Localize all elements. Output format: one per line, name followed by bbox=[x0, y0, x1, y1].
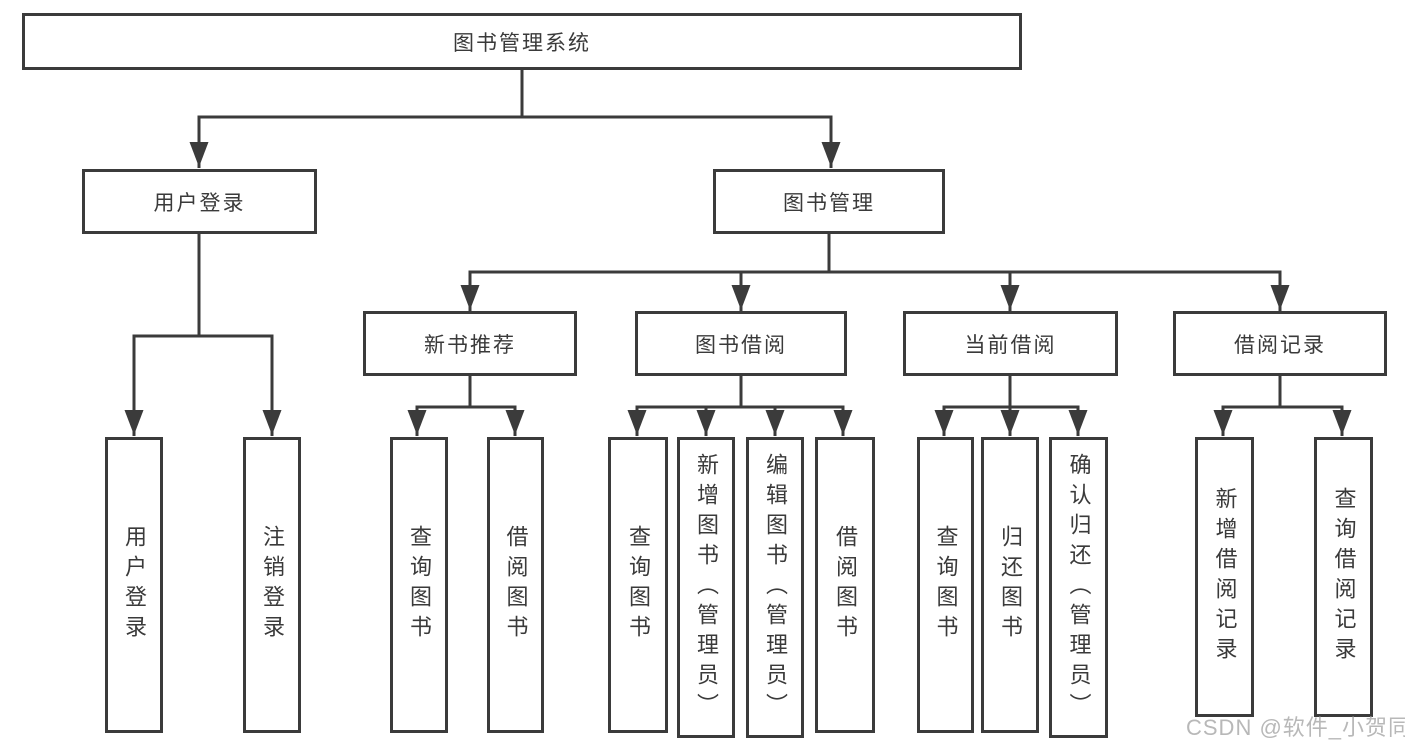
node-leaf-add-books-admin: 新增图书（管理员） bbox=[677, 437, 735, 738]
node-leaf-query-books-borrowing: 查询图书 bbox=[608, 437, 668, 733]
node-current-borrowing: 当前借阅 bbox=[903, 311, 1118, 376]
node-leaf-query-books-current: 查询图书 bbox=[917, 437, 974, 733]
node-leaf-logout: 注销登录 bbox=[243, 437, 301, 733]
node-leaf-return-books: 归还图书 bbox=[981, 437, 1039, 733]
node-new-book-recommend: 新书推荐 bbox=[363, 311, 577, 376]
node-borrowing-records: 借阅记录 bbox=[1173, 311, 1387, 376]
node-user-login: 用户登录 bbox=[82, 169, 317, 234]
node-book-borrowing: 图书借阅 bbox=[635, 311, 847, 376]
node-leaf-borrow-books-recommend: 借阅图书 bbox=[487, 437, 544, 733]
arrowheads bbox=[124, 142, 1352, 435]
node-leaf-borrow-books-borrowing: 借阅图书 bbox=[815, 437, 875, 733]
node-leaf-add-borrow-record: 新增借阅记录 bbox=[1195, 437, 1254, 717]
csdn-watermark: CSDN @软件_小贺同学 bbox=[1186, 715, 1405, 740]
node-leaf-edit-books-admin: 编辑图书（管理员） bbox=[746, 437, 804, 738]
node-root-library-system: 图书管理系统 bbox=[22, 13, 1022, 70]
node-leaf-user-login: 用户登录 bbox=[105, 437, 163, 733]
node-leaf-confirm-return-admin: 确认归还（管理员） bbox=[1049, 437, 1108, 738]
node-leaf-query-borrow-record: 查询借阅记录 bbox=[1314, 437, 1373, 717]
node-leaf-query-books-recommend: 查询图书 bbox=[390, 437, 448, 733]
node-book-management: 图书管理 bbox=[713, 169, 945, 234]
